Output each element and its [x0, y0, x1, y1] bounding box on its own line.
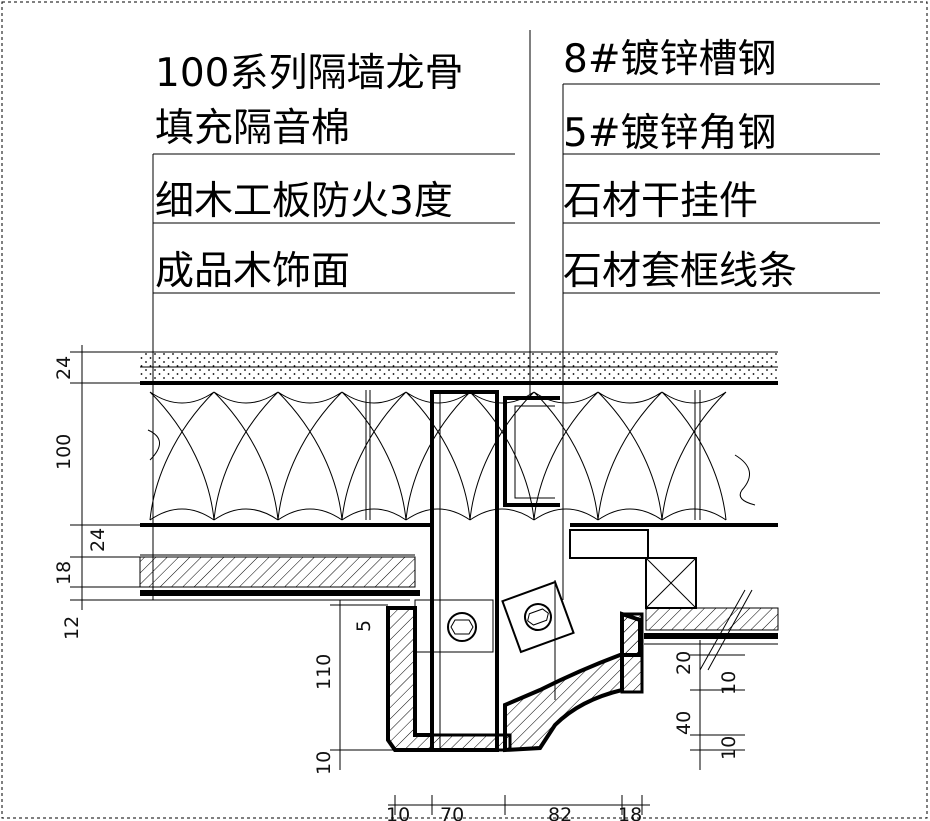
break-lines: [147, 429, 756, 671]
label-channel-steel: 8#镀锌槽钢: [563, 37, 777, 82]
blockboard-left: [139, 556, 416, 588]
label-acoustic-insulation: 填充隔音棉: [155, 106, 350, 151]
dim-label: 10: [718, 671, 740, 695]
dim-label: 40: [673, 711, 695, 735]
dim-label: 82: [548, 804, 572, 821]
dim-label: 20: [673, 651, 695, 675]
c-channel: [503, 396, 560, 507]
stone-trim-curve: [503, 611, 642, 753]
bolt-plate: [414, 599, 494, 653]
dim-label: 24: [53, 356, 75, 380]
spacer-board: [569, 529, 649, 559]
dim-label: 100: [53, 434, 75, 470]
label-group-left: 100系列隔墙龙骨 填充隔音棉 细木工板防火3度 成品木饰面: [152, 51, 515, 600]
dimensions-mid: 5 110 10: [313, 600, 395, 775]
stone-trim-right-cap: [620, 612, 644, 694]
label-angle-steel: 5#镀锌角钢: [563, 111, 777, 156]
dim-label: 110: [313, 654, 335, 690]
stone-trim: [386, 606, 644, 753]
dimensions-bottom: 10 70 82 18: [386, 795, 650, 821]
insulation-zone: [140, 385, 778, 525]
bolt-icon: [447, 612, 477, 642]
dim-label: 10: [718, 736, 740, 760]
label-partition-stud: 100系列隔墙龙骨: [155, 51, 463, 96]
label-wood-veneer: 成品木饰面: [155, 249, 350, 294]
dim-label: 70: [440, 804, 464, 821]
stone-trim-bottom: [430, 733, 512, 752]
wall-section: [139, 351, 779, 645]
dim-label: 10: [313, 751, 335, 775]
blockboard-right: [645, 607, 779, 631]
dimensions-right: 20 10 40 10: [673, 640, 745, 770]
label-stone-frame-trim: 石材套框线条: [563, 249, 797, 294]
dim-label: 5: [353, 620, 375, 632]
insulation-pattern: [149, 391, 727, 521]
label-group-right: 8#镀锌槽钢 5#镀锌角钢 石材干挂件 石材套框线条: [529, 30, 880, 600]
stone-trim-left: [386, 606, 434, 752]
dim-label: 18: [53, 561, 75, 585]
wood-block: [645, 557, 697, 609]
dimensions-left: 24 100 24 18 12: [53, 345, 140, 640]
dim-label: 24: [87, 528, 109, 552]
channel-steel: [430, 390, 499, 752]
dim-label: 12: [61, 616, 83, 640]
label-blockboard: 细木工板防火3度: [155, 179, 453, 224]
label-stone-hanger: 石材干挂件: [563, 179, 758, 224]
stone-hanger: [501, 580, 575, 654]
dim-label: 18: [618, 804, 642, 821]
dim-label: 10: [386, 804, 410, 821]
